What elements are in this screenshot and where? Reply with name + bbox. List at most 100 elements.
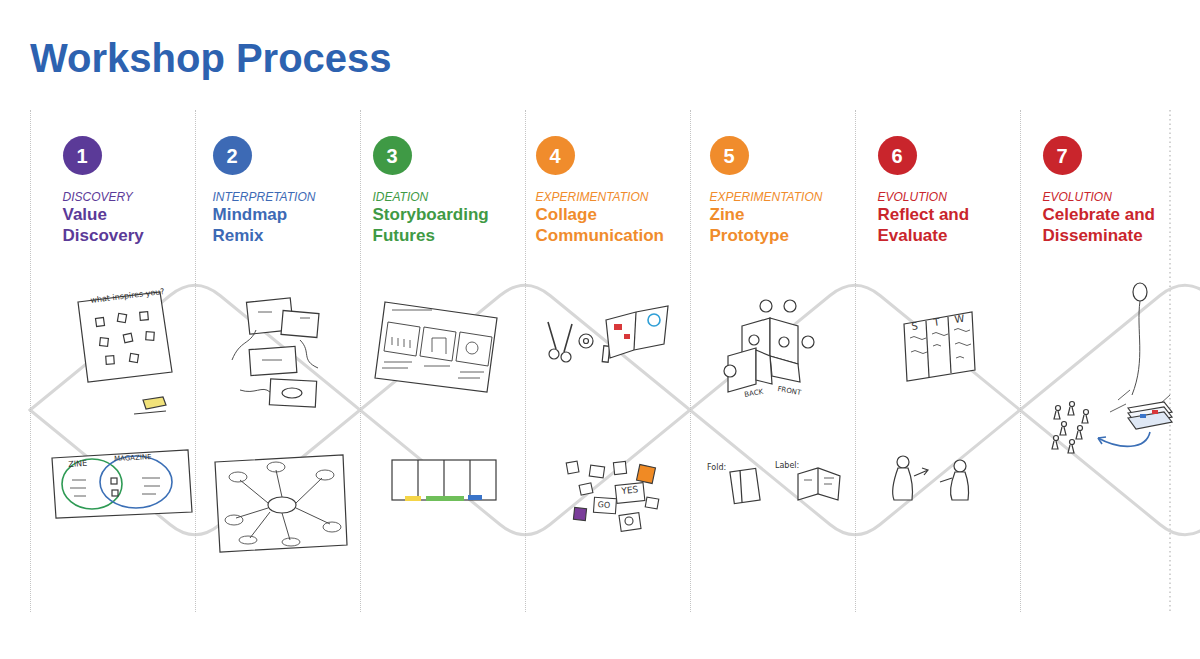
celebration-scene: [1133, 283, 1147, 301]
step-title: Mindmap Remix: [213, 204, 323, 246]
collage-tools: [584, 339, 589, 344]
storyboard-strip: [443, 460, 444, 500]
collage-pieces: [566, 461, 579, 474]
collage-pieces: [625, 517, 633, 525]
storyboard-strip: [469, 460, 470, 500]
venn-sheet: [100, 456, 172, 508]
venn-sheet: [52, 450, 192, 518]
process-column: EXPERIMENTATIONCollage Communication 4: [525, 110, 690, 612]
step-number: 4: [549, 146, 560, 166]
sketch-note: W: [954, 314, 965, 325]
phase-label: EXPERIMENTATION: [710, 190, 823, 204]
collage-pieces: [637, 465, 656, 484]
step-number: 2: [226, 146, 237, 166]
collage-tools: [548, 322, 572, 352]
process-column: EVOLUTIONCelebrate and Disseminate7: [1020, 110, 1170, 612]
reflection-figures: [951, 472, 969, 500]
sketch-note: T: [933, 317, 940, 328]
process-column: INTERPRETATIONMindmap Remix 2: [195, 110, 360, 612]
venn-sheet: [52, 450, 192, 518]
reflection-board: [926, 321, 929, 377]
storyboard-strip: [426, 496, 464, 501]
reflection-board: [910, 329, 971, 359]
collage-pieces: [593, 497, 616, 513]
step-title: Collage Communication: [536, 204, 681, 246]
step-title: Zine Prototype: [710, 204, 820, 246]
phase-label: DISCOVERY: [63, 190, 133, 204]
zine-prototype: [779, 337, 789, 347]
celebration-scene: [1052, 283, 1172, 453]
collage-tools: [648, 314, 660, 326]
collage-pieces: [566, 461, 659, 531]
sticky-note-sheet: [146, 332, 155, 341]
celebration-scene: [1060, 427, 1066, 435]
mindmap-sheet: [267, 462, 285, 472]
reflection-figures: [893, 468, 913, 500]
process-column: EVOLUTIONReflect and Evaluate6: [855, 110, 1020, 612]
zine-fold-steps: [730, 468, 760, 503]
phase-label: INTERPRETATION: [213, 190, 316, 204]
sticky-note-sheet: [123, 333, 132, 342]
zine-fold-steps: [730, 468, 840, 504]
collage-pieces: [645, 497, 659, 509]
step-title: Celebrate and Disseminate: [1043, 204, 1183, 246]
mindmap-sheet: [229, 472, 247, 482]
zine-fold-steps: [804, 478, 834, 484]
process-column: IDEATIONStoryboarding Futures3: [360, 110, 525, 612]
zine-prototype: [760, 300, 772, 312]
sticky-note-sheet: [134, 411, 166, 414]
celebration-scene: [1052, 441, 1058, 449]
venn-sheet: [111, 478, 117, 484]
venn-sheet: [70, 478, 160, 496]
storyboard-sheet: [384, 322, 420, 356]
process-wave: [30, 285, 1200, 535]
column-divider: [1169, 110, 1171, 612]
reflection-figures: [897, 456, 909, 468]
mindmap-sheet: [323, 522, 341, 532]
sticky-note-sheet: [95, 317, 104, 326]
collage-pieces: [613, 461, 626, 474]
phase-label: EVOLUTION: [878, 190, 947, 204]
celebration-scene: [1068, 445, 1074, 453]
step-number: 7: [1056, 146, 1067, 166]
step-circle: 2: [213, 136, 252, 175]
reflection-board: [904, 312, 975, 381]
celebration-scene: [1054, 411, 1060, 419]
sticky-note-sheet: [117, 313, 126, 322]
process-wave: [30, 285, 1200, 535]
celebration-scene: [1068, 407, 1074, 415]
process-column: DISCOVERYValue Discovery1: [30, 110, 195, 612]
storyboard-strip: [392, 460, 496, 500]
sketch-note: Label:: [775, 462, 799, 470]
collage-tools: [561, 352, 571, 362]
celebration-scene: [1078, 426, 1083, 431]
collage-pieces: [619, 513, 641, 532]
step-circle: 3: [373, 136, 412, 175]
zine-prototype: [784, 300, 796, 312]
phase-label: EXPERIMENTATION: [536, 190, 649, 204]
storyboard-sheet: [375, 302, 497, 392]
sticky-note-sheet: [100, 338, 109, 347]
sketch-note: S: [911, 321, 919, 332]
process-column: EXPERIMENTATIONZine Prototype5: [690, 110, 855, 612]
storyboard-sheet: [392, 337, 478, 354]
sketch-note: YES: [621, 485, 639, 496]
sticky-note-sheet: [78, 292, 172, 382]
celebration-scene: [1056, 406, 1061, 411]
remix-cards: [269, 379, 316, 407]
reflection-figures: [893, 456, 969, 500]
zine-prototype: [749, 335, 759, 345]
collage-tools: [614, 324, 622, 330]
process-wave: [30, 285, 1200, 535]
reflection-board: [948, 317, 951, 373]
sketch-note: GO: [597, 501, 610, 510]
phase-label: IDEATION: [373, 190, 429, 204]
sticky-note-sheet: [143, 397, 166, 409]
diagram-title: Workshop Process: [30, 34, 392, 82]
collage-tools: [606, 306, 668, 358]
celebration-scene: [1076, 431, 1082, 439]
collage-tools: [634, 312, 636, 350]
celebration-scene: [1084, 410, 1089, 415]
collage-tools: [548, 306, 668, 362]
zine-prototype: [724, 300, 814, 392]
